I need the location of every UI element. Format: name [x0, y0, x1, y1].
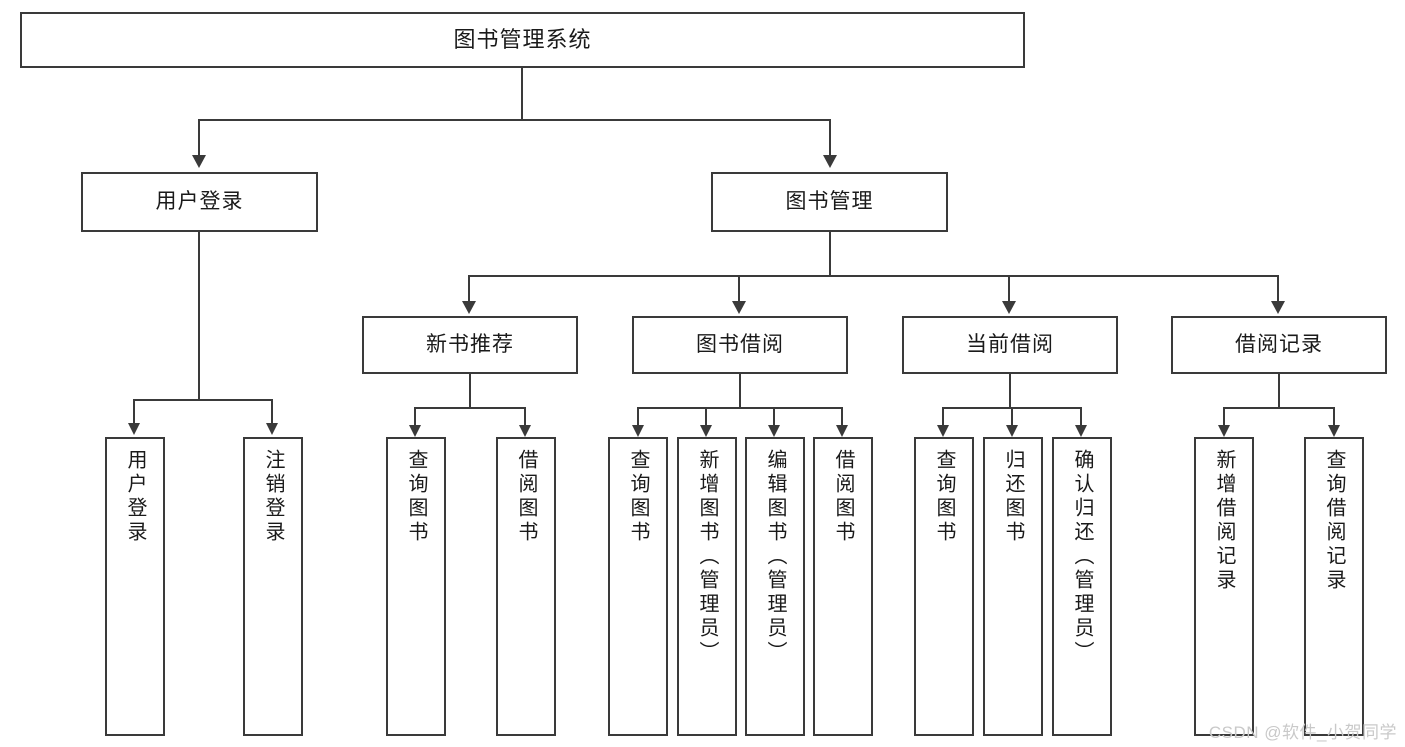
node-current-borrow[interactable]: 当前借阅 [902, 316, 1118, 374]
connector-borrow-to-leaf3 [773, 407, 775, 427]
node-label: 借阅记录 [1235, 333, 1323, 357]
arrow-borrow-to-leaf2 [700, 425, 712, 437]
node-label: 借阅图书 [832, 449, 854, 545]
node-label: 当前借阅 [966, 333, 1054, 357]
node-label: 图书管理系统 [453, 26, 592, 52]
connector-newbook-stem [469, 374, 471, 408]
connector-record-to-leaf2 [1333, 407, 1335, 427]
node-label: 新书推荐 [426, 333, 514, 357]
node-label: 归还图书 [1002, 449, 1024, 545]
connector-newbook-to-leaf1 [414, 407, 416, 427]
leaf-record-query-record[interactable]: 查询借阅记录 [1304, 437, 1364, 736]
node-label: 确认归还（管理员） [1071, 449, 1093, 665]
node-label: 查询图书 [405, 449, 427, 545]
node-label: 新增图书（管理员） [696, 449, 718, 665]
connector-root-to-bookmgmt [829, 119, 831, 157]
node-label: 借阅图书 [515, 449, 537, 545]
arrow-login-to-leaf2 [266, 423, 278, 435]
connector-login-to-leaf2 [271, 399, 273, 425]
connector-root-to-login [198, 119, 200, 157]
node-borrow-record[interactable]: 借阅记录 [1171, 316, 1387, 374]
node-label: 查询图书 [627, 449, 649, 545]
connector-login-to-leaf1 [133, 399, 135, 425]
connector-newbook-bus [414, 407, 526, 409]
node-label: 图书借阅 [696, 333, 784, 357]
arrow-record-to-leaf1 [1218, 425, 1230, 437]
leaf-newbook-query-book[interactable]: 查询图书 [386, 437, 446, 736]
node-label: 图书管理 [785, 190, 874, 214]
node-label: 查询图书 [933, 449, 955, 545]
arrow-login-to-leaf1 [128, 423, 140, 435]
node-book-borrow[interactable]: 图书借阅 [632, 316, 848, 374]
leaf-borrow-add-book-admin[interactable]: 新增图书（管理员） [677, 437, 737, 736]
arrow-newbook-to-leaf2 [519, 425, 531, 437]
leaf-logout[interactable]: 注销登录 [243, 437, 303, 736]
connector-borrow-to-leaf2 [705, 407, 707, 427]
arrow-current-to-leaf2 [1006, 425, 1018, 437]
connector-borrow-to-leaf1 [637, 407, 639, 427]
node-label: 编辑图书（管理员） [764, 449, 786, 665]
leaf-newbook-borrow-book[interactable]: 借阅图书 [496, 437, 556, 736]
arrow-bookmgmt-to-current [1002, 301, 1016, 314]
node-new-book-recommend[interactable]: 新书推荐 [362, 316, 578, 374]
connector-current-to-leaf3 [1080, 407, 1082, 427]
connector-login-stem [198, 232, 200, 400]
arrow-bookmgmt-to-new [462, 301, 476, 314]
connector-root-stem [521, 68, 523, 120]
connector-record-stem [1278, 374, 1280, 408]
node-book-management[interactable]: 图书管理 [711, 172, 948, 232]
arrow-borrow-to-leaf3 [768, 425, 780, 437]
node-label: 新增借阅记录 [1213, 449, 1235, 593]
connector-record-to-leaf1 [1223, 407, 1225, 427]
connector-bookmgmt-to-record [1277, 275, 1279, 303]
arrow-bookmgmt-to-borrow [732, 301, 746, 314]
connector-bookmgmt-to-new [468, 275, 470, 303]
leaf-current-confirm-return-admin[interactable]: 确认归还（管理员） [1052, 437, 1112, 736]
leaf-current-query-book[interactable]: 查询图书 [914, 437, 974, 736]
arrow-borrow-to-leaf1 [632, 425, 644, 437]
connector-login-bus [133, 399, 271, 401]
connector-bookmgmt-to-current [1008, 275, 1010, 303]
connector-borrow-to-leaf4 [841, 407, 843, 427]
arrow-current-to-leaf1 [937, 425, 949, 437]
connector-borrow-bus [637, 407, 843, 409]
leaf-user-login[interactable]: 用户登录 [105, 437, 165, 736]
connector-record-bus [1223, 407, 1335, 409]
node-label: 用户登录 [155, 190, 244, 214]
arrow-root-to-bookmgmt [823, 155, 837, 168]
node-label: 用户登录 [124, 449, 146, 545]
connector-current-stem [1009, 374, 1011, 408]
connector-bookmgmt-bus [468, 275, 1279, 277]
arrow-record-to-leaf2 [1328, 425, 1340, 437]
connector-current-to-leaf2 [1011, 407, 1013, 427]
leaf-borrow-edit-book-admin[interactable]: 编辑图书（管理员） [745, 437, 805, 736]
arrow-newbook-to-leaf1 [409, 425, 421, 437]
node-user-login[interactable]: 用户登录 [81, 172, 318, 232]
connector-root-bus [198, 119, 831, 121]
arrow-borrow-to-leaf4 [836, 425, 848, 437]
connector-bookmgmt-stem [829, 232, 831, 276]
arrow-current-to-leaf3 [1075, 425, 1087, 437]
connector-bookmgmt-to-borrow [738, 275, 740, 303]
leaf-record-add-record[interactable]: 新增借阅记录 [1194, 437, 1254, 736]
connector-newbook-to-leaf2 [524, 407, 526, 427]
arrow-bookmgmt-to-record [1271, 301, 1285, 314]
arrow-root-to-login [192, 155, 206, 168]
node-label: 查询借阅记录 [1323, 449, 1345, 593]
node-label: 注销登录 [262, 449, 284, 545]
node-root-system[interactable]: 图书管理系统 [20, 12, 1025, 68]
connector-borrow-stem [739, 374, 741, 408]
leaf-current-return-book[interactable]: 归还图书 [983, 437, 1043, 736]
connector-current-to-leaf1 [942, 407, 944, 427]
leaf-borrow-query-book[interactable]: 查询图书 [608, 437, 668, 736]
leaf-borrow-borrow-book[interactable]: 借阅图书 [813, 437, 873, 736]
